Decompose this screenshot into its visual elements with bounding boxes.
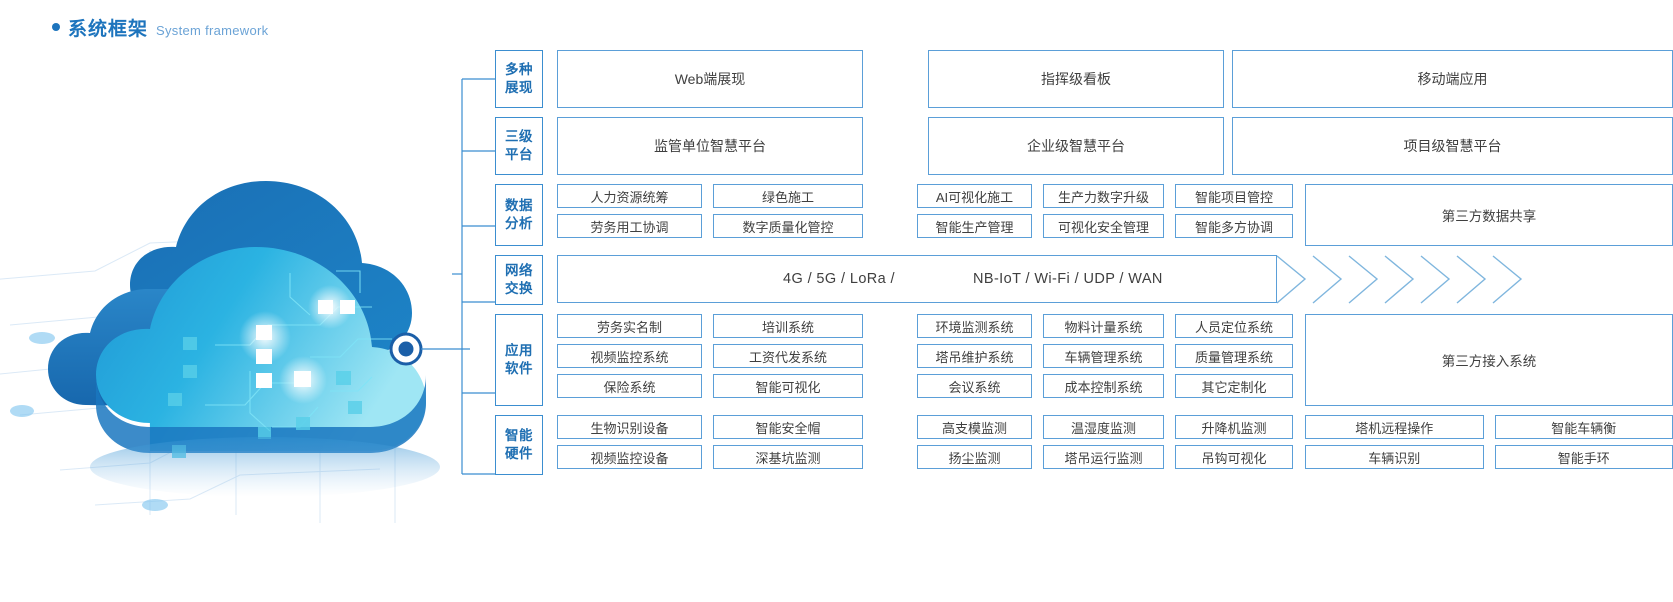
chip-labor-real-name[interactable]: 劳务实名制	[557, 314, 702, 338]
box-project-platform[interactable]: 项目级智慧平台	[1232, 117, 1673, 175]
chip-vehicle-recognition[interactable]: 车辆识别	[1305, 445, 1484, 469]
cluster-data-group-b: AI可视化施工 生产力数字升级 智能项目管控 智能生产管理 可视化安全管理 智能…	[917, 184, 1293, 246]
chip-smart-wristband[interactable]: 智能手环	[1494, 445, 1673, 469]
row-label-presentation: 多种展现	[495, 50, 543, 108]
chip-insurance-system[interactable]: 保险系统	[557, 374, 702, 398]
box-command-dashboard[interactable]: 指挥级看板	[928, 50, 1224, 108]
chip-digital-quality-control[interactable]: 数字质量化管控	[713, 214, 863, 238]
box-enterprise-platform[interactable]: 企业级智慧平台	[928, 117, 1224, 175]
box-supervision-platform[interactable]: 监管单位智慧平台	[557, 117, 863, 175]
row-label-platform: 三级平台	[495, 117, 543, 175]
chip-training-system[interactable]: 培训系统	[713, 314, 863, 338]
network-text-secondary: NB-IoT / Wi-Fi / UDP / WAN	[973, 271, 1163, 287]
chip-cost-control-system[interactable]: 成本控制系统	[1043, 374, 1164, 398]
chip-productivity-digital-upgrade[interactable]: 生产力数字升级	[1043, 184, 1164, 208]
chip-hoist-monitoring[interactable]: 升降机监测	[1175, 415, 1293, 439]
chip-biometric-device[interactable]: 生物识别设备	[557, 415, 702, 439]
chip-tower-crane-operation-monitoring[interactable]: 塔吊运行监测	[1043, 445, 1164, 469]
chip-other-customization[interactable]: 其它定制化	[1175, 374, 1293, 398]
chip-smart-multiparty-coordination[interactable]: 智能多方协调	[1175, 214, 1293, 238]
chip-labor-coordination[interactable]: 劳务用工协调	[557, 214, 702, 238]
chip-vehicle-management-system[interactable]: 车辆管理系统	[1043, 344, 1164, 368]
network-text-primary: 4G / 5G / LoRa /	[783, 271, 895, 287]
chip-smart-visualization[interactable]: 智能可视化	[713, 374, 863, 398]
chip-hr-planning[interactable]: 人力资源统筹	[557, 184, 702, 208]
row-label-smart-hardware: 智能硬件	[495, 415, 543, 475]
chip-high-formwork-monitoring[interactable]: 高支模监测	[917, 415, 1032, 439]
row-data-analysis: 数据分析 人力资源统筹 绿色施工 劳务用工协调 数字质量化管控 AI可视化施工 …	[495, 184, 1673, 246]
chip-dust-monitoring[interactable]: 扬尘监测	[917, 445, 1032, 469]
cluster-hw-group-c: 塔机远程操作 智能车辆衡 车辆识别 智能手环	[1305, 415, 1673, 475]
cloud-illustration	[0, 75, 470, 530]
cluster-hw-group-a: 生物识别设备 智能安全帽 视频监控设备 深基坑监测	[557, 415, 863, 475]
chip-temperature-humidity-monitoring[interactable]: 温湿度监测	[1043, 415, 1164, 439]
network-flow-arrows	[1275, 255, 1555, 305]
chip-video-surveillance-system[interactable]: 视频监控系统	[557, 344, 702, 368]
connection-node-icon	[389, 332, 423, 366]
network-exchange-box[interactable]: 4G / 5G / LoRa / NB-IoT / Wi-Fi / UDP / …	[557, 255, 1277, 303]
row-smart-hardware: 智能硬件 生物识别设备 智能安全帽 视频监控设备 深基坑监测 高支模监测 温湿度…	[495, 415, 1673, 475]
chip-personnel-positioning-system[interactable]: 人员定位系统	[1175, 314, 1293, 338]
row-label-application-software: 应用软件	[495, 314, 543, 406]
chip-smart-vehicle-scale[interactable]: 智能车辆衡	[1494, 415, 1673, 439]
chip-smart-project-control[interactable]: 智能项目管控	[1175, 184, 1293, 208]
chip-deep-foundation-pit-monitoring[interactable]: 深基坑监测	[713, 445, 863, 469]
chip-environment-monitoring-system[interactable]: 环境监测系统	[917, 314, 1032, 338]
chip-meeting-system[interactable]: 会议系统	[917, 374, 1032, 398]
row-network: 网络交换 4G / 5G / LoRa / NB-IoT / Wi-Fi / U…	[495, 255, 1673, 305]
chip-smart-production-mgmt[interactable]: 智能生产管理	[917, 214, 1032, 238]
chip-quality-management-system[interactable]: 质量管理系统	[1175, 344, 1293, 368]
connector-tree	[452, 50, 502, 515]
row-label-network: 网络交换	[495, 255, 543, 305]
cluster-data-group-a: 人力资源统筹 绿色施工 劳务用工协调 数字质量化管控	[557, 184, 863, 246]
box-mobile-app[interactable]: 移动端应用	[1232, 50, 1673, 108]
chip-video-monitoring-device[interactable]: 视频监控设备	[557, 445, 702, 469]
cluster-app-group-b: 环境监测系统 物料计量系统 人员定位系统 塔吊维护系统 车辆管理系统 质量管理系…	[917, 314, 1293, 406]
cluster-app-group-a: 劳务实名制 培训系统 视频监控系统 工资代发系统 保险系统 智能可视化	[557, 314, 863, 406]
bullet-icon	[52, 23, 60, 31]
chip-payroll-system[interactable]: 工资代发系统	[713, 344, 863, 368]
row-presentation: 多种展现 Web端展现 指挥级看板 移动端应用	[495, 50, 1673, 108]
box-third-party-access-system[interactable]: 第三方接入系统	[1305, 314, 1673, 406]
chip-visual-safety-mgmt[interactable]: 可视化安全管理	[1043, 214, 1164, 238]
page-subtitle: System framework	[156, 23, 269, 38]
row-label-data-analysis: 数据分析	[495, 184, 543, 246]
framework-diagram: 多种展现 Web端展现 指挥级看板 移动端应用 三级平台 监管单位智慧平台 企业…	[495, 50, 1673, 484]
chip-hook-visualization[interactable]: 吊钩可视化	[1175, 445, 1293, 469]
page-title: 系统框架	[68, 19, 149, 40]
box-web-presentation[interactable]: Web端展现	[557, 50, 863, 108]
chip-ai-visual-construction[interactable]: AI可视化施工	[917, 184, 1032, 208]
row-platform: 三级平台 监管单位智慧平台 企业级智慧平台 项目级智慧平台	[495, 117, 1673, 175]
row-application-software: 应用软件 劳务实名制 培训系统 视频监控系统 工资代发系统 保险系统 智能可视化	[495, 314, 1673, 406]
chip-smart-helmet[interactable]: 智能安全帽	[713, 415, 863, 439]
chip-tower-crane-remote-operation[interactable]: 塔机远程操作	[1305, 415, 1484, 439]
chip-tower-crane-maintenance-system[interactable]: 塔吊维护系统	[917, 344, 1032, 368]
chip-material-metering-system[interactable]: 物料计量系统	[1043, 314, 1164, 338]
box-third-party-data-sharing[interactable]: 第三方数据共享	[1305, 184, 1673, 246]
chip-green-construction[interactable]: 绿色施工	[713, 184, 863, 208]
cluster-hw-group-b: 高支模监测 温湿度监测 升降机监测 扬尘监测 塔吊运行监测 吊钩可视化	[917, 415, 1293, 475]
page-header: 系统框架 System framework	[52, 14, 268, 41]
